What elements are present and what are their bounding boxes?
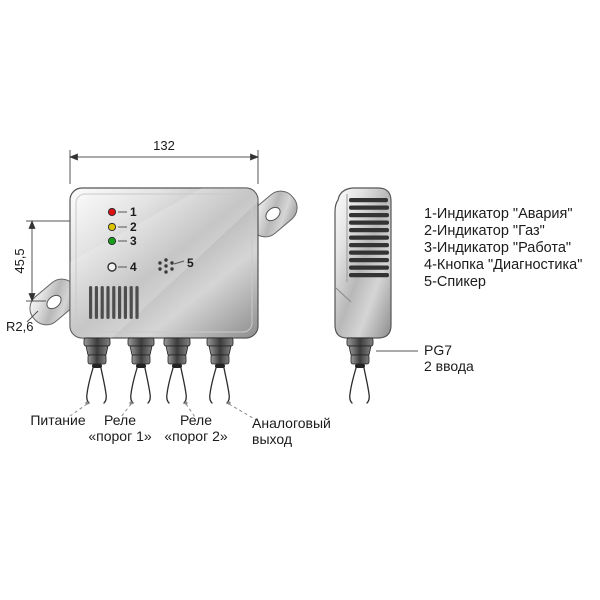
led-alarm bbox=[107, 207, 117, 217]
dimension-width: 132 bbox=[69, 138, 259, 184]
label-relay1-line1: Реле bbox=[104, 412, 136, 428]
cable-glands-front bbox=[83, 337, 234, 404]
label-relay2-line2: «порог 2» bbox=[164, 428, 228, 444]
gland-side bbox=[346, 337, 374, 404]
callout-3: 3 bbox=[130, 234, 137, 248]
mounting-hole-bottom bbox=[46, 294, 62, 310]
led-work bbox=[107, 236, 117, 246]
enclosure-side bbox=[334, 187, 392, 339]
side-view bbox=[334, 187, 418, 404]
diagnostics-button bbox=[107, 262, 117, 272]
mounting-ear-bottom-left bbox=[29, 278, 79, 326]
side-seam-line bbox=[335, 287, 352, 303]
gland-relay2 bbox=[163, 337, 191, 404]
callout-5: 5 bbox=[187, 256, 194, 270]
gland-relay1 bbox=[127, 337, 155, 404]
gland-inputs-label: 2 ввода bbox=[424, 358, 474, 374]
legend-item-4: 4-Кнопка "Диагностика" bbox=[424, 257, 582, 273]
radius-callout: R2,6 bbox=[6, 310, 39, 334]
height-value: 45,5 bbox=[12, 248, 27, 273]
label-power: Питание bbox=[30, 412, 85, 428]
dimension-height: 45,5 bbox=[12, 220, 70, 302]
enclosure-front bbox=[69, 187, 259, 339]
gland-analog bbox=[206, 337, 234, 404]
lid-edge bbox=[75, 193, 253, 333]
legend-item-1: 1-Индикатор "Авария" bbox=[424, 206, 573, 222]
legend: 1-Индикатор "Авария" 2-Индикатор "Газ" 3… bbox=[424, 206, 582, 290]
radius-value: R2,6 bbox=[6, 319, 33, 334]
front-view: 1 2 3 4 5 bbox=[69, 187, 259, 339]
label-analog-line2: выход bbox=[252, 431, 292, 447]
gland-power bbox=[83, 337, 111, 404]
sheen-highlight bbox=[70, 188, 258, 338]
mounting-hole-top bbox=[265, 206, 281, 222]
label-analog-line1: Аналоговый bbox=[252, 415, 331, 431]
label-relay2-line1: Реле bbox=[180, 412, 212, 428]
led-gas bbox=[107, 222, 117, 232]
callout-2: 2 bbox=[130, 220, 137, 234]
legend-item-5: 5-Спикер bbox=[424, 274, 486, 290]
wire-label-leaders bbox=[69, 401, 259, 422]
label-relay1-line2: «порог 1» bbox=[88, 428, 152, 444]
vent-slots bbox=[89, 286, 139, 319]
callout-1: 1 bbox=[130, 205, 137, 219]
callout-4: 4 bbox=[130, 260, 137, 274]
width-value: 132 bbox=[153, 138, 175, 153]
legend-item-3: 3-Индикатор "Работа" bbox=[424, 240, 571, 256]
gland-type-label: PG7 bbox=[424, 342, 452, 358]
legend-item-2: 2-Индикатор "Газ" bbox=[424, 223, 545, 239]
speaker-icon bbox=[158, 258, 174, 274]
leader-speaker bbox=[173, 260, 185, 265]
wires-power bbox=[86, 367, 107, 404]
wires-side bbox=[349, 367, 370, 404]
cooling-ribs bbox=[349, 198, 389, 278]
